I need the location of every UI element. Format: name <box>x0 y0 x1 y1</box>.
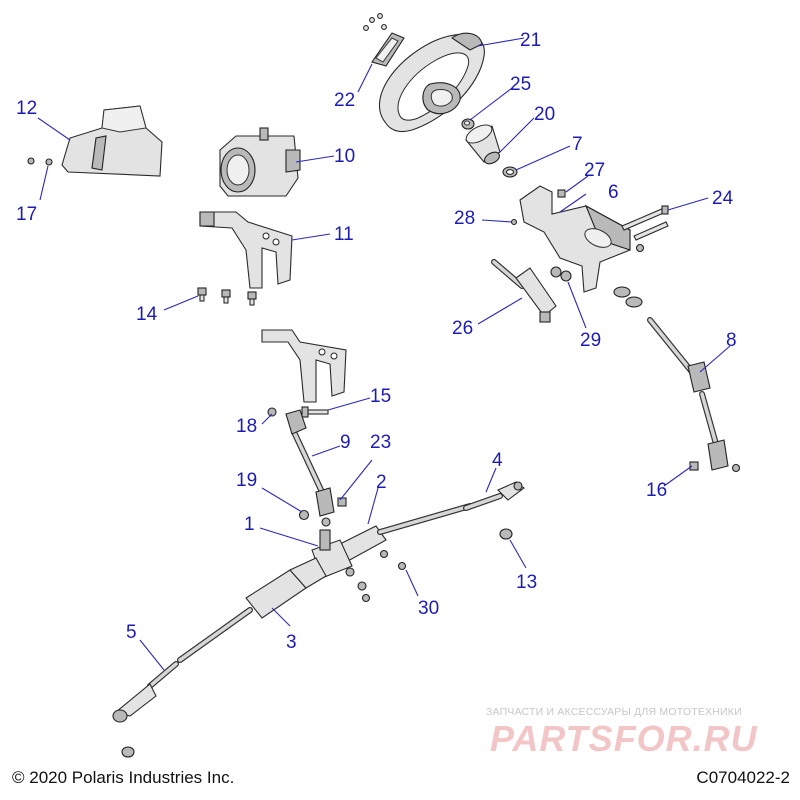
part-30-nuts <box>361 549 407 603</box>
callout-30: 30 <box>418 598 439 619</box>
document-code: C0704022-2 <box>696 768 790 787</box>
part-4-tie-rod-right <box>463 481 525 511</box>
callout-14: 14 <box>136 304 158 325</box>
callout-18: 18 <box>236 416 257 437</box>
callout-21: 21 <box>520 30 541 51</box>
part-16-bolt <box>689 461 699 471</box>
callout-16: 16 <box>646 480 667 501</box>
part-13-nut <box>499 528 513 540</box>
part-18-nut <box>267 407 277 417</box>
callout-12: 12 <box>16 98 37 119</box>
part-27-screw <box>557 189 566 198</box>
part-24-bolts <box>621 205 669 253</box>
callout-13: 13 <box>516 572 537 593</box>
callout-4: 4 <box>492 450 503 471</box>
callout-27: 27 <box>584 160 605 181</box>
part-14-bolts <box>197 287 257 306</box>
callout-labels: 21 22 25 20 7 12 17 10 11 14 15 18 9 23 … <box>16 30 737 653</box>
watermark-brand: PARTSFOR.RU <box>490 718 758 759</box>
part-28-ball <box>510 218 518 226</box>
part-6-column-bracket <box>519 185 631 293</box>
callout-3: 3 <box>286 632 297 653</box>
leader-lines <box>37 37 731 671</box>
callout-24: 24 <box>712 188 734 209</box>
callout-5: 5 <box>126 622 137 643</box>
callout-26: 26 <box>452 318 473 339</box>
part-12-dash-cover <box>61 105 163 177</box>
part-23-bolt <box>337 497 347 507</box>
callout-1: 1 <box>244 514 255 535</box>
lower-bracket <box>261 329 347 403</box>
part-20-hub <box>465 124 501 165</box>
part-7-ring <box>502 166 518 178</box>
callout-7: 7 <box>572 134 583 155</box>
part-19-nut <box>298 509 310 521</box>
callout-11: 11 <box>334 224 354 245</box>
part-8-column-shaft <box>613 286 741 473</box>
watermark-tagline: ЗАПЧАСТИ И АКСЕССУАРЫ ДЛЯ МОТОТЕХНИКИ <box>486 706 742 718</box>
callout-22: 22 <box>334 90 355 111</box>
part-25-nut <box>461 118 475 130</box>
callout-9: 9 <box>340 432 351 453</box>
part-2-rack-housing-right <box>335 503 473 563</box>
callout-25: 25 <box>510 74 531 95</box>
part-21-steering-wheel <box>379 32 485 133</box>
callout-17: 17 <box>16 204 37 225</box>
part-26-strut <box>491 259 557 323</box>
callout-10: 10 <box>334 146 355 167</box>
part-11-bracket <box>199 211 293 289</box>
callout-23: 23 <box>370 432 391 453</box>
callout-8: 8 <box>726 330 737 351</box>
callout-28: 28 <box>454 208 475 229</box>
callout-15: 15 <box>370 386 391 407</box>
callout-6: 6 <box>608 182 619 203</box>
part-9-intermediate-shaft <box>285 409 335 527</box>
part-22-horn-cover <box>363 13 405 67</box>
part-17-clips <box>27 157 53 166</box>
callout-19: 19 <box>236 470 257 491</box>
part-5-tie-rod-left <box>112 661 179 758</box>
callout-29: 29 <box>580 330 601 351</box>
part-29-bushings <box>550 266 572 282</box>
part-10-switch-housing <box>219 127 301 197</box>
callout-20: 20 <box>534 104 555 125</box>
part-3-rack-housing-left <box>177 557 327 663</box>
callout-2: 2 <box>376 472 387 493</box>
part-15-bolt <box>301 406 329 418</box>
copyright-text: © 2020 Polaris Industries Inc. <box>12 768 235 787</box>
